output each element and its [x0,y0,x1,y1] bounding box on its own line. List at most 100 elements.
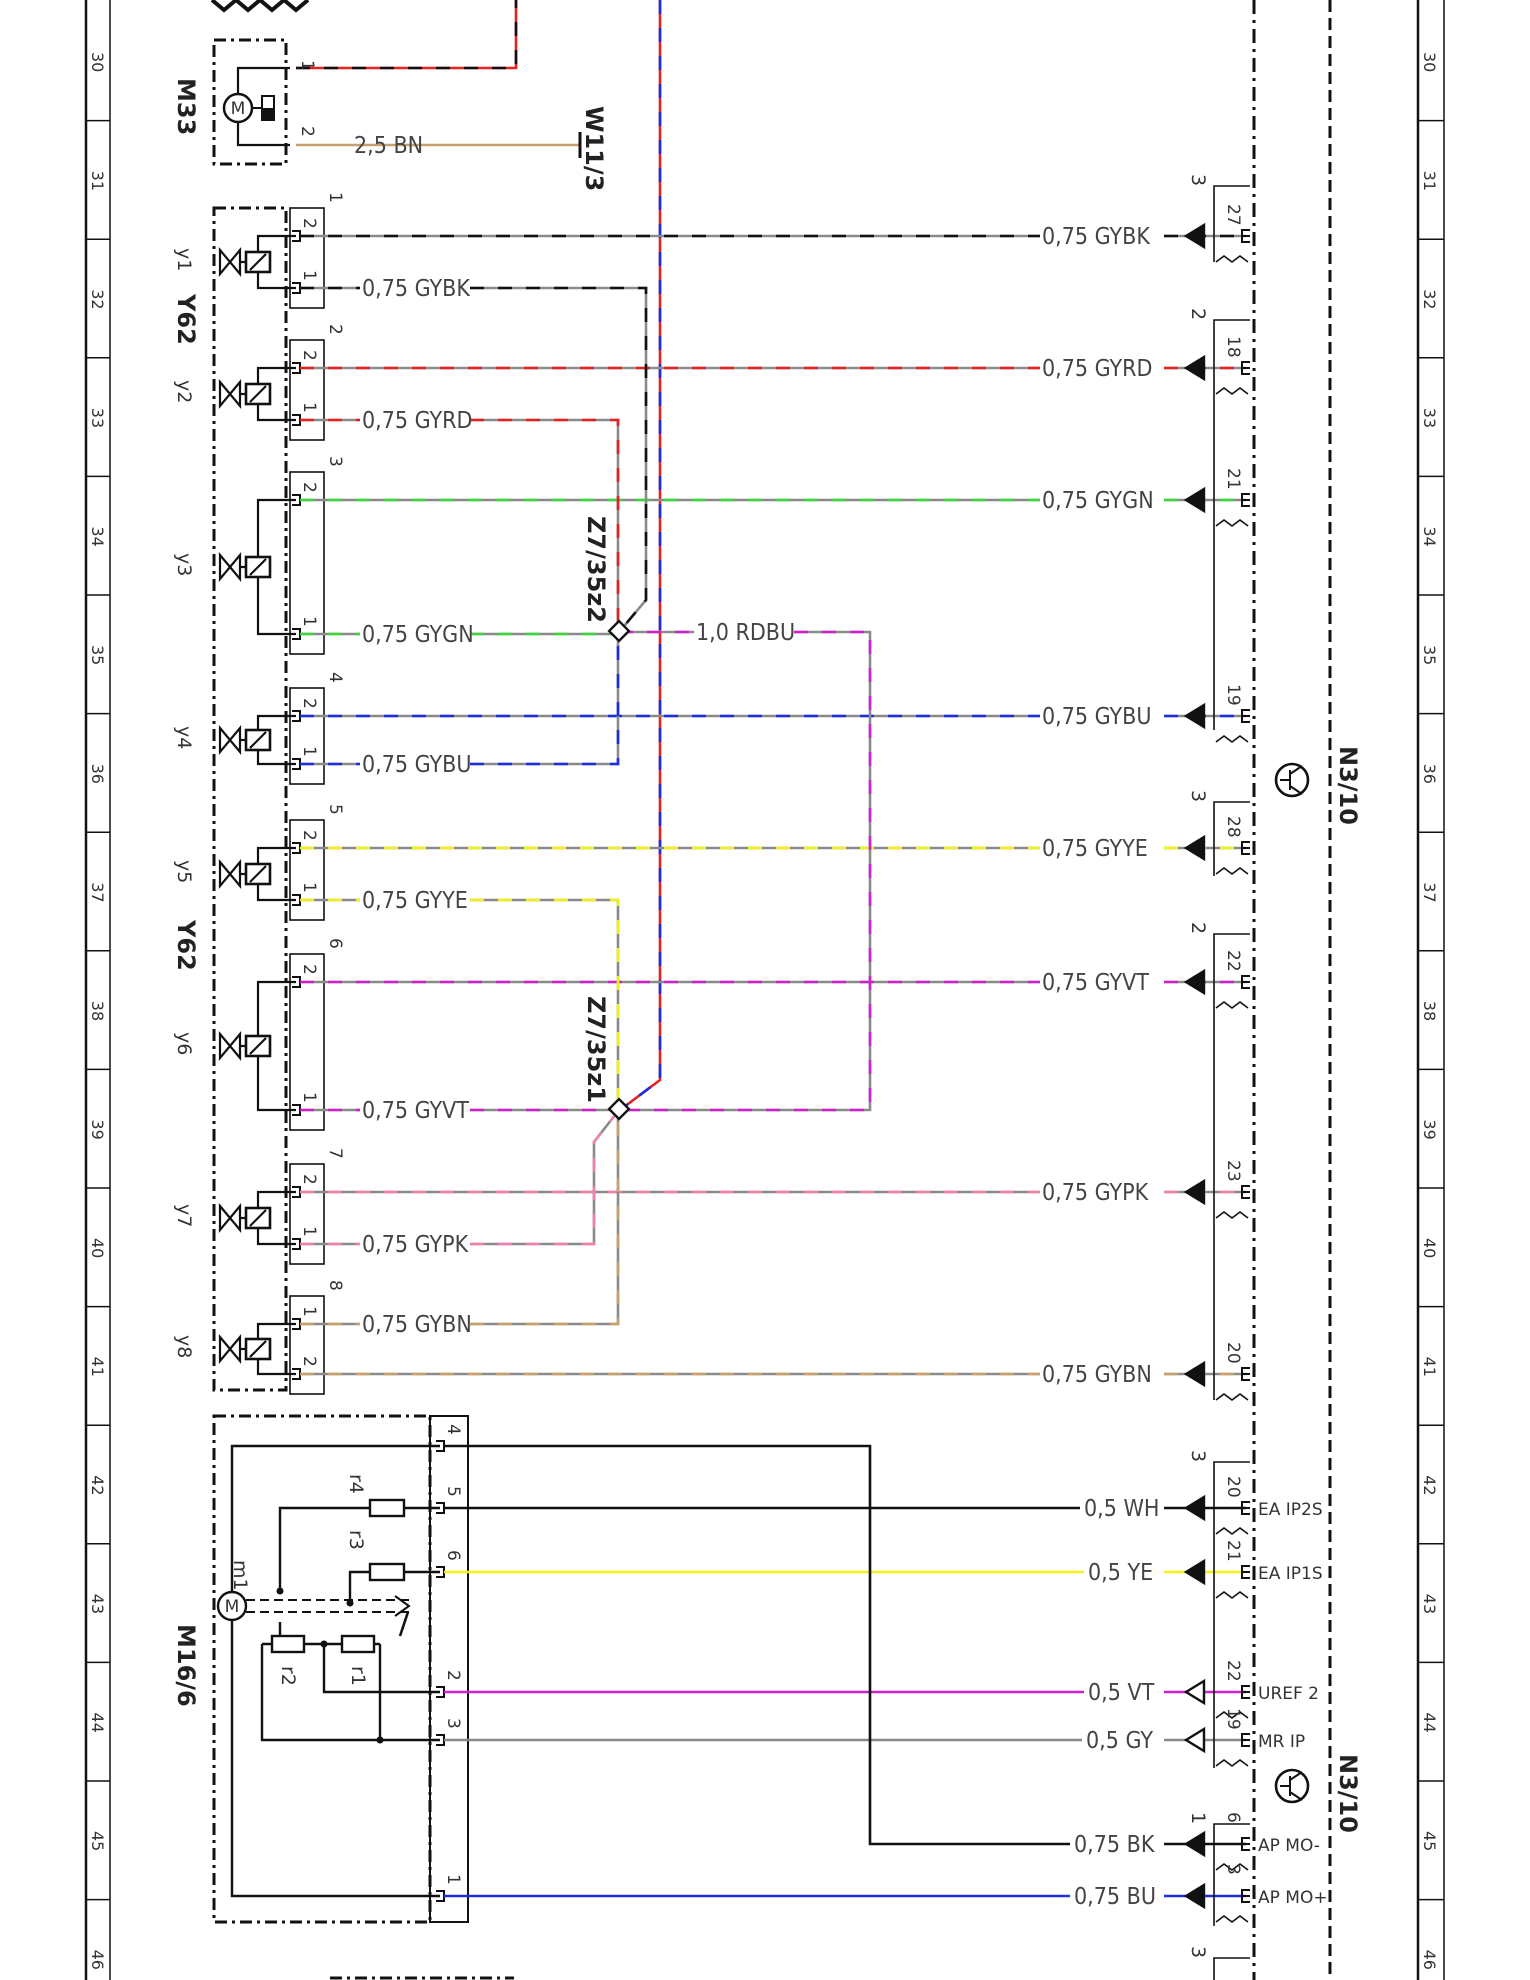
ecu-transistor-icon-upper [1274,762,1310,798]
y62-housing [212,206,288,1392]
m16-motor-label: m1 [229,1560,251,1591]
n3-10-ref-lower: N3/10 [1334,1754,1362,1833]
ecu-group-label-6: 1 [1187,1812,1209,1824]
ruler-right-41: 41 [1420,1357,1439,1377]
valve-y2-bottom-pin: 1 [299,402,319,413]
ruler-right-38: 38 [1420,1001,1439,1021]
m33-pin1-label: 1 [297,60,317,71]
m16-r4-label: r4 [345,1474,367,1494]
valve-y3-name: y3 [173,553,195,576]
valve-y3-number: 3 [325,456,345,467]
svg-text:Z7/35z2: Z7/35z2 [582,516,610,623]
m16-pin-5: 5 [443,1486,463,1497]
m16-r1-label: r1 [347,1666,369,1686]
wire-label-y7_out: 0,75 GYPK [1042,1180,1149,1206]
ecu-pin-c12: 19 [1223,1708,1243,1730]
ecu-pin-c3: 21 [1223,468,1243,490]
valve-y7-name: y7 [173,1204,195,1227]
n3-10-ref-upper: N3/10 [1334,746,1362,825]
wire-label-y3_out: 0,75 GYGN [1042,488,1154,514]
ecu-arrow-c7 [1183,1178,1206,1206]
valve-y1-name: y1 [173,248,195,271]
m16-ref: M16/6 [172,1624,200,1707]
wire-label-m16_p6: 0,5 YE [1088,1560,1153,1586]
ecu-pin-c5: 28 [1223,816,1243,838]
m16-6-actuator: M m1 r4 r3 r2 r1 M16/6 [172,1414,469,1924]
wire-y5_in [470,898,620,1110]
valve-y5-number: 5 [325,804,345,815]
valve-y1-bottom-pin: 1 [299,270,319,281]
ecu-arrow-c5 [1183,834,1206,862]
ecu-signal-c9: EA IP2S [1258,1500,1323,1520]
feeder-wires [296,0,662,1112]
svg-text:M: M [231,99,246,119]
ruler-right-30: 30 [1420,52,1439,72]
ecu-group-label-2: 2 [1187,308,1209,320]
wire-y7_in [470,1109,621,1246]
valve-y7-number: 7 [325,1148,345,1159]
ruler-right-42: 42 [1420,1475,1439,1495]
ruler-right-40: 40 [1420,1238,1439,1258]
ruler-right-37: 37 [1420,882,1439,902]
ruler-left-43: 43 [88,1594,107,1614]
valve-y2-number: 2 [325,324,345,335]
valve-y6-number: 6 [325,938,345,949]
y62-ref-lower: Y62 [172,919,200,971]
valve-y1-top-pin: 2 [299,218,319,229]
ecu-arrow-c1 [1183,222,1206,250]
ecu-group-label-3: 3 [1187,790,1209,802]
ruler-left-36: 36 [88,764,107,784]
ruler-right-32: 32 [1420,289,1439,309]
ruler-right-34: 34 [1420,526,1439,546]
ecu-group-label-7: 3 [1187,1946,1209,1958]
ecu-arrow-c6 [1183,968,1206,996]
valve-y8-top-pin: 1 [299,1306,319,1317]
splice-z7-35z1: Z7/35z1 [582,996,631,1121]
valve-y3-top-pin: 2 [299,482,319,493]
wire-label-y7_in: 0,75 GYPK [362,1232,469,1258]
ruler-left-37: 37 [88,882,107,902]
wire-y2_in [470,418,620,632]
splice-z7-35z2: Z7/35z2 [582,516,631,643]
valve-y8-name: y8 [173,1335,195,1358]
valve-y6-top-pin: 2 [299,964,319,975]
wire-label-m16_p3: 0,5 GY [1086,1728,1153,1754]
ecu-pin-c2: 18 [1223,336,1243,358]
ruler-left-40: 40 [88,1238,107,1258]
valve-y6-bottom-pin: 1 [299,1092,319,1103]
wire-label-m16_p5: 0,5 WH [1084,1496,1160,1522]
ruler-right-39: 39 [1420,1119,1439,1139]
valve-y1-number: 1 [325,192,345,203]
w11-3-ground-ref: W11/3 [580,106,608,191]
wire-label-y2_in: 0,75 GYRD [362,408,472,434]
ecu-arrow-c10 [1183,1558,1206,1586]
ecu-group-label-1: 3 [1187,174,1209,186]
valve-y4-bottom-pin: 1 [299,746,319,757]
ruler-left-39: 39 [88,1119,107,1139]
ecu-arrow-c2 [1183,354,1206,382]
valve-y1: 2 1 1 y1 [173,192,345,309]
valve-y8-number: 8 [325,1280,345,1291]
ecu-arrow-c3 [1183,486,1206,514]
ecu-signal-c10: EA IP1S [1258,1564,1323,1584]
valve-y3-bottom-pin: 1 [299,616,319,627]
wire-label-y5_out: 0,75 GYYE [1042,836,1148,862]
ruler-left-38: 38 [88,1001,107,1021]
wire-label-y6_out: 0,75 GYVT [1042,970,1149,996]
ecu-pin-c4: 19 [1223,684,1243,706]
m16-pin-6: 6 [443,1550,463,1561]
ecu-pin-c1: 27 [1223,204,1243,226]
m33-motor: M 1 2 M33 [172,38,317,166]
